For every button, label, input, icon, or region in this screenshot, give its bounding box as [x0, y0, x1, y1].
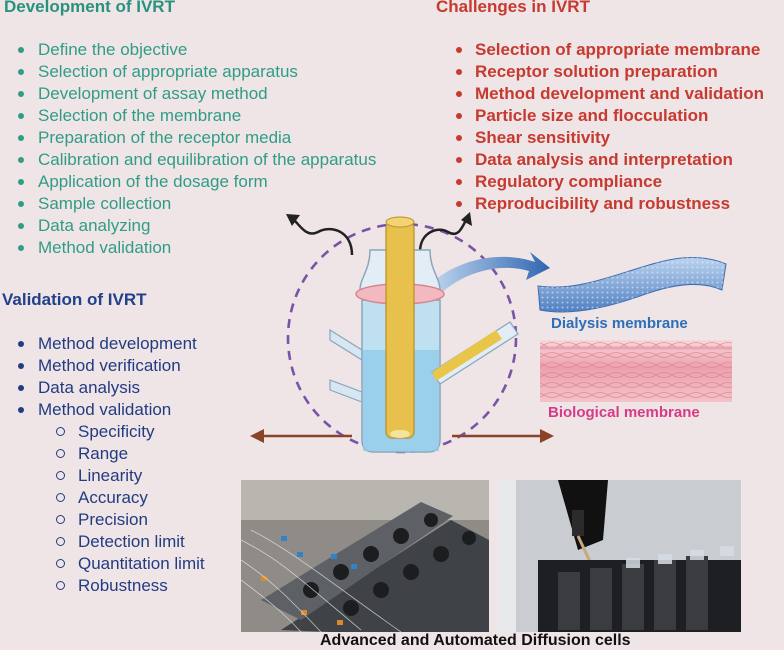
development-item: Selection of the membrane — [0, 105, 376, 127]
bottom-caption: Advanced and Automated Diffusion cells — [320, 632, 631, 649]
arrow-to-development-head — [286, 214, 300, 226]
development-item: Method validation — [0, 237, 376, 259]
arrow-to-development — [291, 217, 354, 256]
development-item: Selection of appropriate apparatus — [0, 61, 376, 83]
development-list: Define the objective Selection of approp… — [0, 39, 376, 259]
validation-item: Method validation — [0, 399, 197, 421]
cell-central-tube — [385, 221, 415, 439]
cell-side-arm-lower — [329, 379, 363, 403]
challenge-item: Data analysis and interpretation — [438, 149, 764, 171]
validation-sub-item: Precision — [44, 509, 205, 531]
development-item: Data analyzing — [0, 215, 376, 237]
development-title: Development of IVRT — [4, 0, 175, 16]
diffusion-cells-photo — [241, 480, 489, 632]
cell-tube-bottom — [390, 430, 410, 438]
validation-item: Method development — [0, 333, 197, 355]
validation-sub-item: Range — [44, 443, 205, 465]
cell-sampling-fill — [432, 330, 502, 381]
challenges-title: Challenges in IVRT — [436, 0, 590, 16]
dialysis-membrane-texture — [538, 257, 726, 313]
validation-item: Data analysis — [0, 377, 197, 399]
arrow-to-photos-head — [540, 429, 554, 443]
development-item: Define the objective — [0, 39, 376, 61]
validation-sub-item: Robustness — [44, 575, 205, 597]
cell-side-arm-upper — [329, 328, 363, 362]
dialysis-membrane-label: Dialysis membrane — [551, 315, 688, 332]
cell-tube-top — [385, 216, 415, 228]
development-item: Application of the dosage form — [0, 171, 376, 193]
validation-item: Method verification — [0, 355, 197, 377]
challenges-list: Selection of appropriate membrane Recept… — [438, 39, 764, 215]
challenge-item: Particle size and flocculation — [438, 105, 764, 127]
validation-sub-item: Quantitation limit — [44, 553, 205, 575]
validation-title: Validation of IVRT — [2, 290, 147, 309]
development-item: Calibration and equilibration of the app… — [0, 149, 376, 171]
challenge-item: Shear sensitivity — [438, 127, 764, 149]
arrow-to-validation-head — [250, 429, 264, 443]
validation-sub-item: Detection limit — [44, 531, 205, 553]
development-item: Development of assay method — [0, 83, 376, 105]
development-item: Preparation of the receptor media — [0, 127, 376, 149]
challenge-item: Selection of appropriate membrane — [438, 39, 764, 61]
challenge-item: Reproducibility and robustness — [438, 193, 764, 215]
arrow-to-membrane — [418, 252, 550, 304]
validation-sub-item: Accuracy — [44, 487, 205, 509]
validation-sub-item: Specificity — [44, 421, 205, 443]
validation-list: Method development Method verification D… — [0, 333, 197, 421]
development-item: Sample collection — [0, 193, 376, 215]
arrow-to-challenges — [418, 219, 468, 253]
validation-sub-item: Linearity — [44, 465, 205, 487]
challenge-item: Receptor solution preparation — [438, 61, 764, 83]
challenge-item: Method development and validation — [438, 83, 764, 105]
biological-membrane-texture — [540, 340, 732, 402]
challenge-item: Regulatory compliance — [438, 171, 764, 193]
biological-membrane-label: Biological membrane — [548, 404, 700, 421]
arrow-to-challenges-head — [461, 212, 472, 226]
automated-sampler-photo — [498, 480, 741, 632]
validation-sub-list: Specificity Range Linearity Accuracy Pre… — [44, 421, 205, 597]
